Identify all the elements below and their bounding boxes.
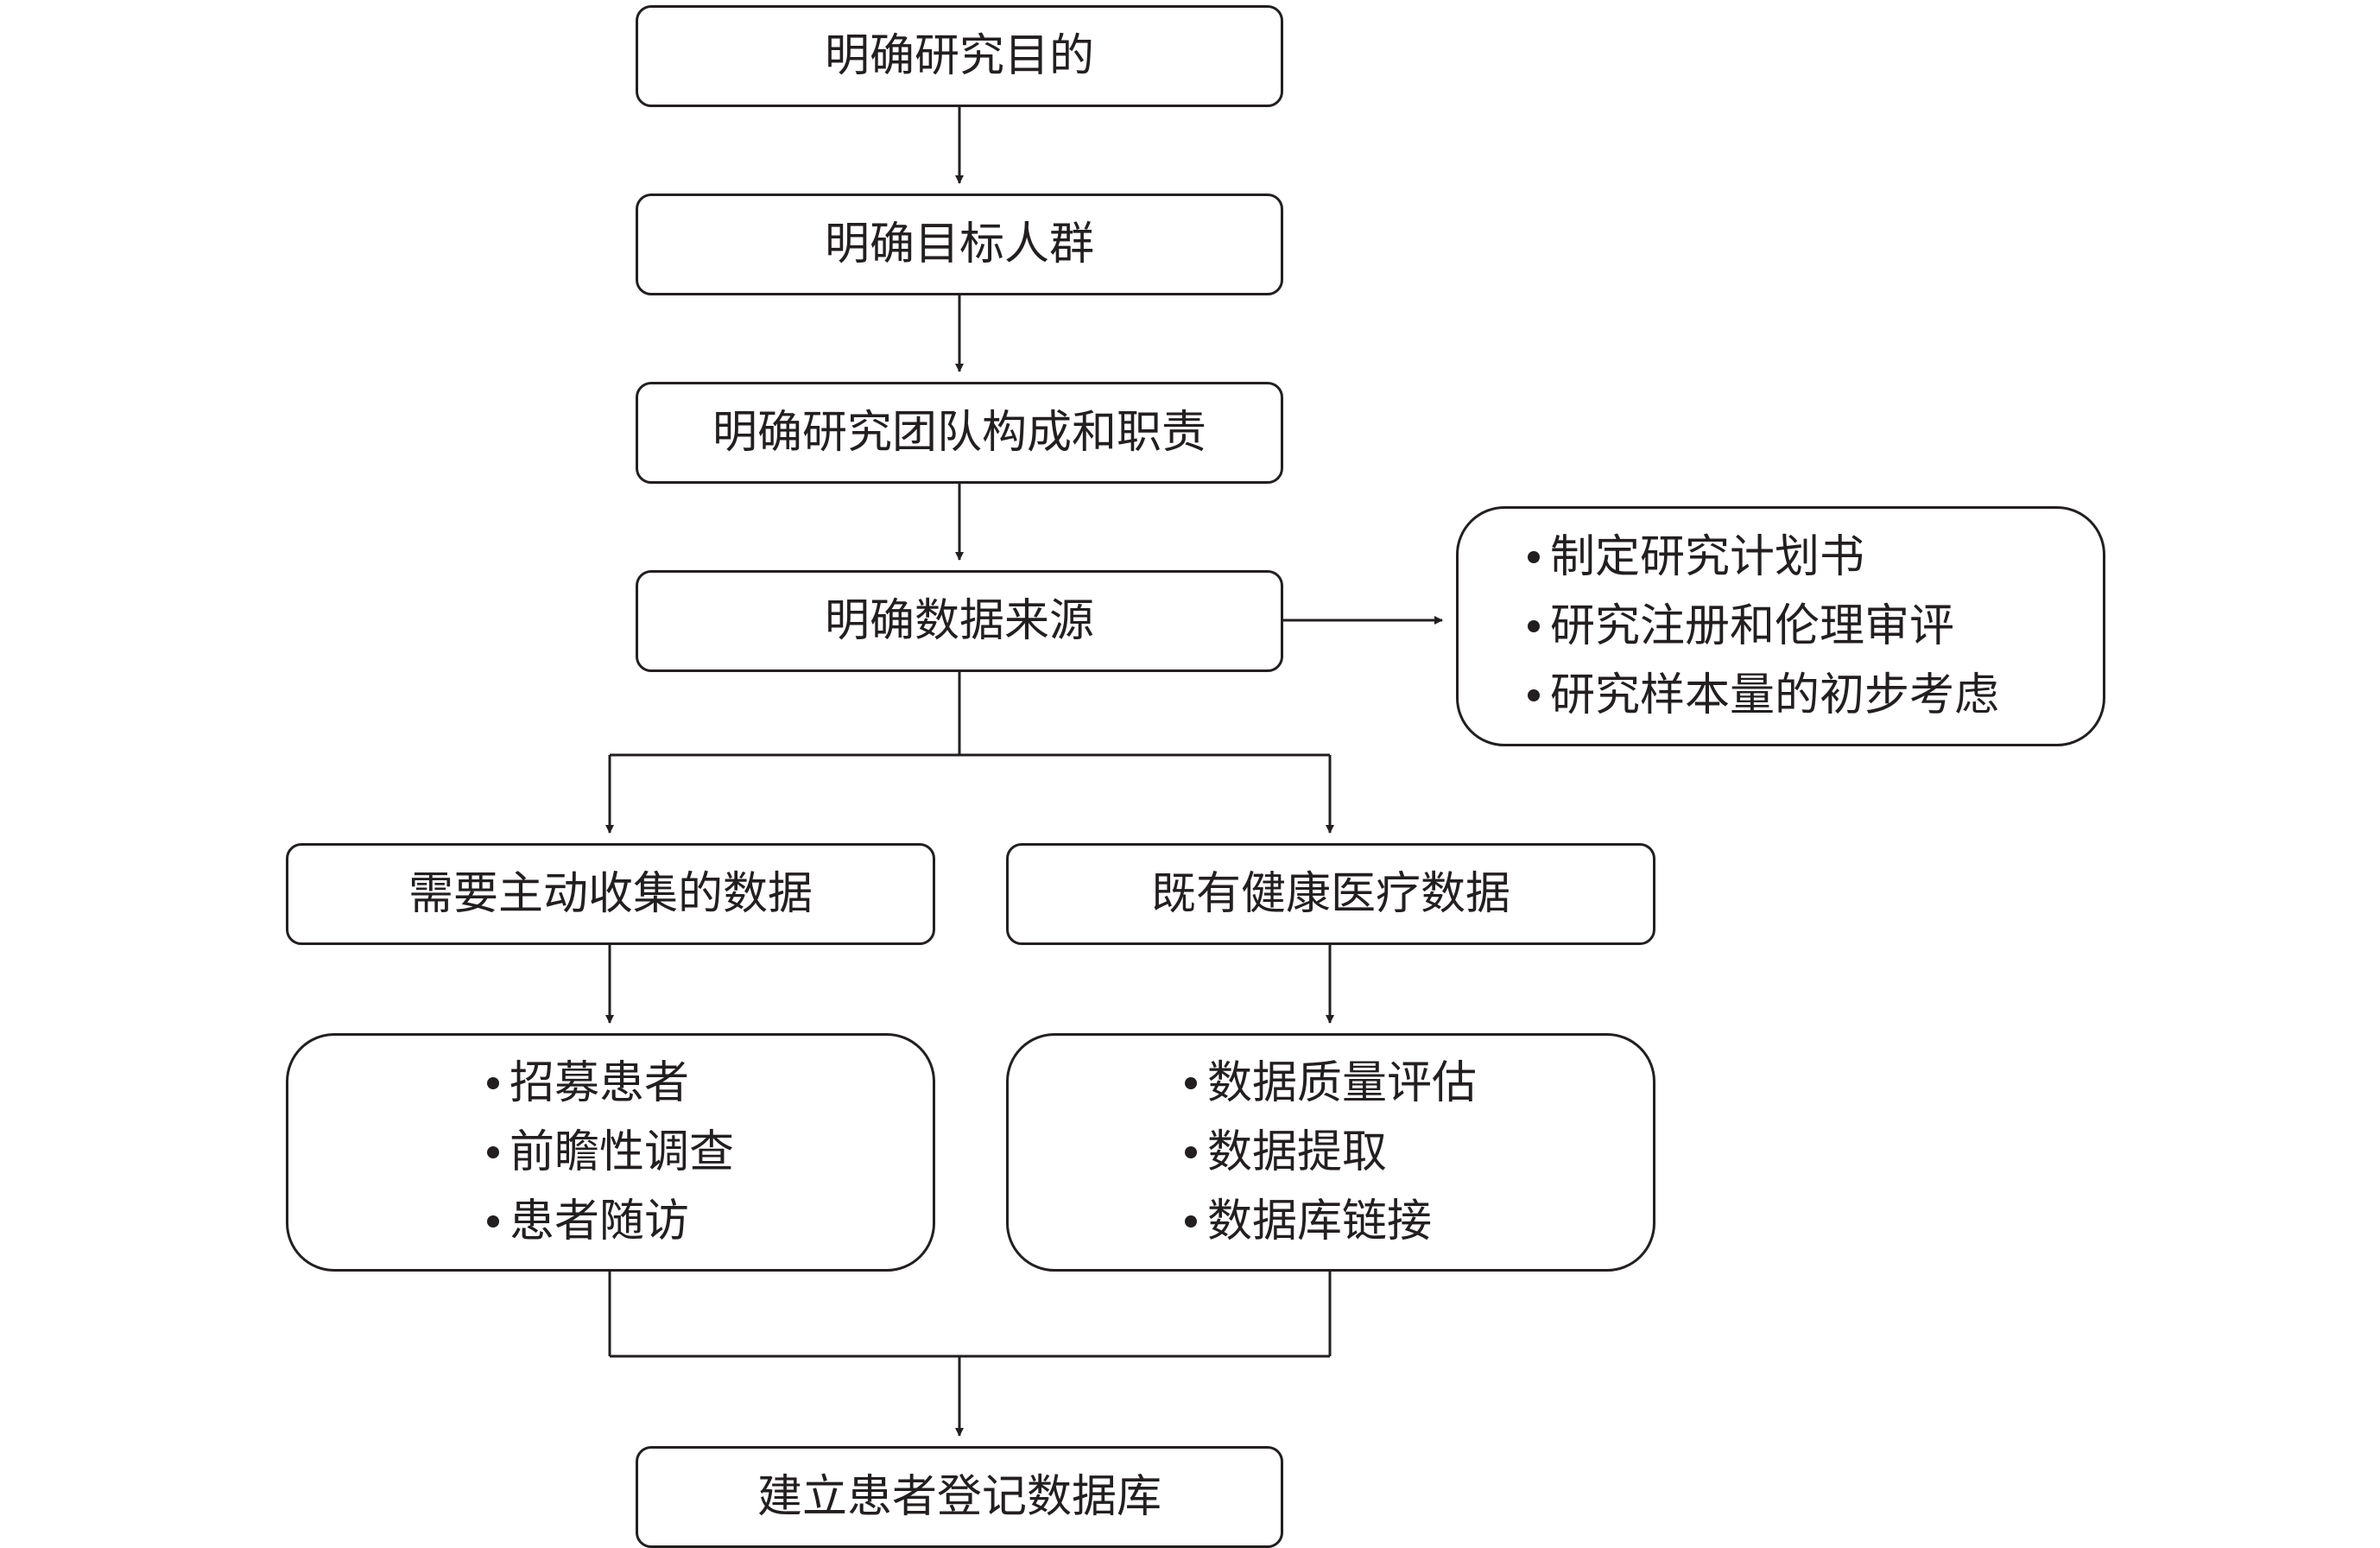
branch-label: 既有健康医疗数据 bbox=[1150, 868, 1510, 920]
list-item: 患者随访 bbox=[486, 1199, 734, 1244]
side-note-box: 制定研究计划书 研究注册和伦理审评 研究样本量的初步考虑 bbox=[1456, 506, 2105, 746]
list-item: 数据提取 bbox=[1184, 1130, 1477, 1175]
bullet-icon bbox=[1528, 689, 1540, 701]
bullet-icon bbox=[486, 1215, 499, 1228]
bullet-icon bbox=[1528, 620, 1540, 632]
list-item: 数据库链接 bbox=[1184, 1199, 1477, 1244]
step-label: 明确研究目的 bbox=[824, 30, 1094, 82]
bullet-icon bbox=[486, 1077, 499, 1089]
bullet-icon bbox=[1184, 1077, 1197, 1089]
step-target-population: 明确目标人群 bbox=[636, 194, 1283, 295]
branch-existing-data: 既有健康医疗数据 bbox=[1006, 843, 1655, 945]
step-data-source: 明确数据来源 bbox=[636, 570, 1283, 672]
list-item: 前瞻性调查 bbox=[486, 1130, 734, 1175]
right-details-list: 数据质量评估 数据提取 数据库链接 bbox=[1184, 1061, 1477, 1244]
bullet-icon bbox=[486, 1146, 499, 1158]
step-research-purpose: 明确研究目的 bbox=[636, 5, 1283, 107]
step-research-team: 明确研究团队构成和职责 bbox=[636, 382, 1283, 484]
list-item: 招募患者 bbox=[486, 1061, 734, 1106]
step-label: 明确数据来源 bbox=[824, 595, 1094, 647]
step-label: 明确目标人群 bbox=[824, 219, 1094, 270]
step-label: 建立患者登记数据库 bbox=[756, 1471, 1162, 1523]
right-details-box: 数据质量评估 数据提取 数据库链接 bbox=[1006, 1033, 1655, 1272]
bullet-icon bbox=[1184, 1146, 1197, 1158]
side-note-list: 制定研究计划书 研究注册和伦理审评 研究样本量的初步考虑 bbox=[1528, 535, 1999, 718]
step-label: 明确研究团队构成和职责 bbox=[712, 407, 1206, 459]
step-build-registry: 建立患者登记数据库 bbox=[636, 1446, 1283, 1548]
list-item: 研究注册和伦理审评 bbox=[1528, 604, 1999, 649]
bullet-icon bbox=[1184, 1215, 1197, 1228]
left-details-list: 招募患者 前瞻性调查 患者随访 bbox=[486, 1061, 734, 1244]
list-item: 数据质量评估 bbox=[1184, 1061, 1477, 1106]
list-item: 制定研究计划书 bbox=[1528, 535, 1999, 580]
left-details-box: 招募患者 前瞻性调查 患者随访 bbox=[286, 1033, 935, 1272]
list-item: 研究样本量的初步考虑 bbox=[1528, 673, 1999, 718]
branch-active-collection: 需要主动收集的数据 bbox=[286, 843, 935, 945]
branch-label: 需要主动收集的数据 bbox=[408, 868, 813, 920]
bullet-icon bbox=[1528, 551, 1540, 563]
